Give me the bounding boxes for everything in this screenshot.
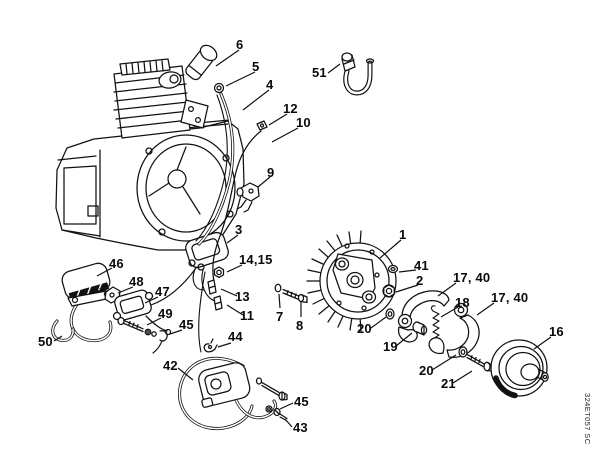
- leader-line-51: [327, 63, 341, 74]
- terminal-11: [213, 295, 223, 311]
- leader-line-7: [278, 293, 281, 309]
- leader-line-44: [217, 342, 232, 348]
- contact-switch: [236, 182, 260, 213]
- wire-clip: [256, 120, 268, 131]
- leader-line-14-15: [226, 264, 243, 273]
- screw-43: [273, 407, 288, 422]
- clip-45-left: [152, 330, 168, 354]
- leader-line-3: [226, 234, 239, 244]
- leader-line-4: [242, 89, 270, 111]
- leader-line-49: [146, 317, 162, 326]
- spark-plug-boot: [185, 44, 218, 81]
- plug-terminal-nut: [213, 82, 225, 94]
- washer-45-bottom: [265, 405, 273, 413]
- leader-line-10: [271, 127, 299, 143]
- washer-20-lower: [458, 346, 468, 358]
- clutch-drum: [490, 339, 549, 399]
- leader-line-18: [440, 306, 459, 318]
- leader-line-16: [533, 336, 552, 350]
- bolt-42: [255, 377, 288, 401]
- leader-line-45: [169, 329, 183, 335]
- ignition-module-42: [178, 356, 278, 431]
- washer-20-upper: [385, 308, 395, 320]
- leader-line-17-40: [437, 282, 457, 297]
- module-47: [112, 289, 172, 336]
- watermark-code: 324ET057 SC: [583, 393, 592, 445]
- impulse-hose: [341, 52, 375, 96]
- leader-line-6: [215, 49, 240, 67]
- leader-line-13: [220, 288, 238, 297]
- leader-line-47: [144, 296, 159, 304]
- leader-line-5: [225, 71, 256, 87]
- nut-14-15: [213, 266, 225, 279]
- leader-line-42: [177, 367, 194, 381]
- flywheel: [306, 230, 397, 332]
- washer-7: [274, 283, 282, 293]
- ground-wire: [51, 319, 75, 342]
- bolt-21: [466, 353, 494, 372]
- leader-line-17-40: [476, 302, 495, 316]
- leader-line-46: [96, 267, 113, 277]
- leader-line-43: [284, 418, 293, 428]
- leader-line-48: [117, 286, 134, 294]
- bushing-19: [412, 321, 428, 336]
- screw-49: [117, 316, 157, 337]
- nut-41: [387, 264, 399, 274]
- leader-line-41: [398, 269, 417, 273]
- leader-line-9: [257, 176, 271, 188]
- short-circuit-wire: [212, 130, 262, 283]
- clutch-shoe-lower: [428, 302, 480, 359]
- clutch-shoe-upper: [397, 290, 450, 343]
- leader-line-20: [431, 354, 457, 371]
- leader-lines: [53, 49, 552, 428]
- terminal-13: [207, 279, 217, 295]
- cylinder: [113, 58, 191, 139]
- leader-line-45: [279, 402, 294, 410]
- leader-line-1: [379, 239, 402, 259]
- leader-line-11: [226, 304, 244, 316]
- leader-line-20: [370, 316, 387, 329]
- ignition-module-46: [61, 262, 117, 343]
- leader-line-50: [53, 335, 63, 342]
- engine-assembly: [55, 58, 245, 251]
- plug-wire: [195, 92, 235, 246]
- clip-44: [203, 338, 218, 353]
- leader-line-21: [452, 370, 473, 384]
- bolt-8: [282, 288, 308, 304]
- leader-line-19: [395, 332, 413, 347]
- leader-line-12: [268, 113, 288, 126]
- leader-line-2: [395, 284, 419, 293]
- collar-nut-2: [382, 284, 396, 298]
